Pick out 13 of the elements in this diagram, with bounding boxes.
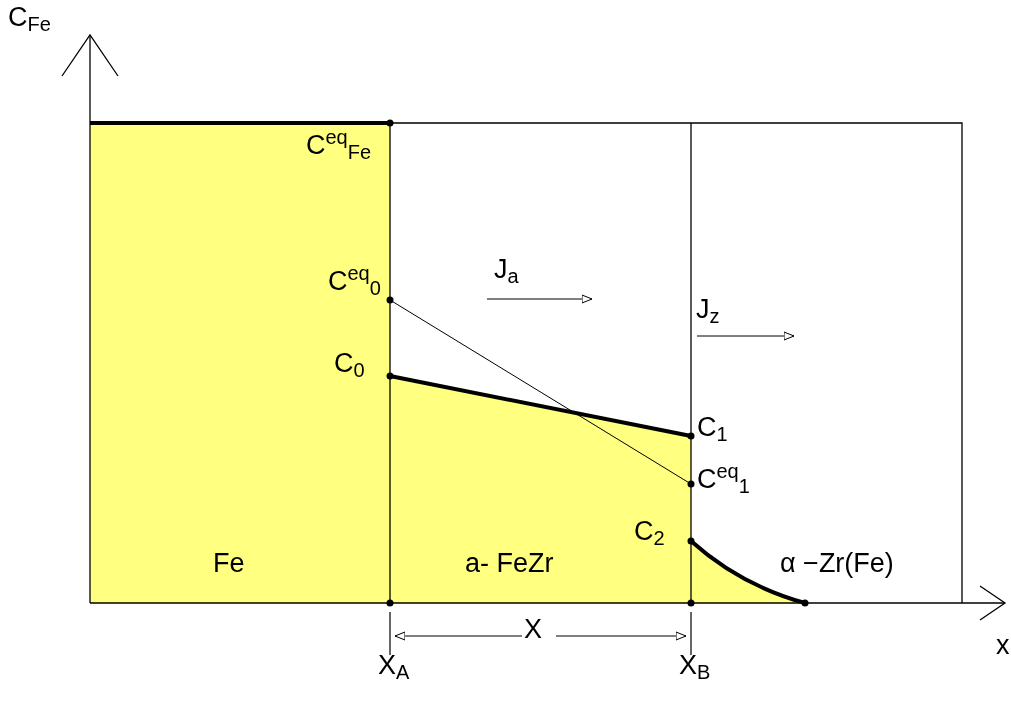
axis-label: α −Zr(Fe) [780, 550, 894, 577]
axis-label: C$_{0}$ [334, 350, 365, 377]
axis-label: a- FeZr [465, 550, 554, 577]
axis-label: J$_{a}$ [494, 256, 519, 283]
axis-label: x [996, 632, 1010, 659]
axis-label: X [524, 616, 542, 643]
axis-label: J$_{z}$ [696, 296, 720, 323]
axis-label: C$_{1}$ [697, 414, 728, 441]
axis-label: X$_{A}$ [378, 652, 410, 679]
axis-label: C$_{Fe}$ [8, 4, 51, 31]
axis-label: C$_{2}$ [634, 518, 665, 545]
axis-label: Fe [213, 550, 245, 577]
axis-label: X$_{B}$ [679, 652, 711, 679]
